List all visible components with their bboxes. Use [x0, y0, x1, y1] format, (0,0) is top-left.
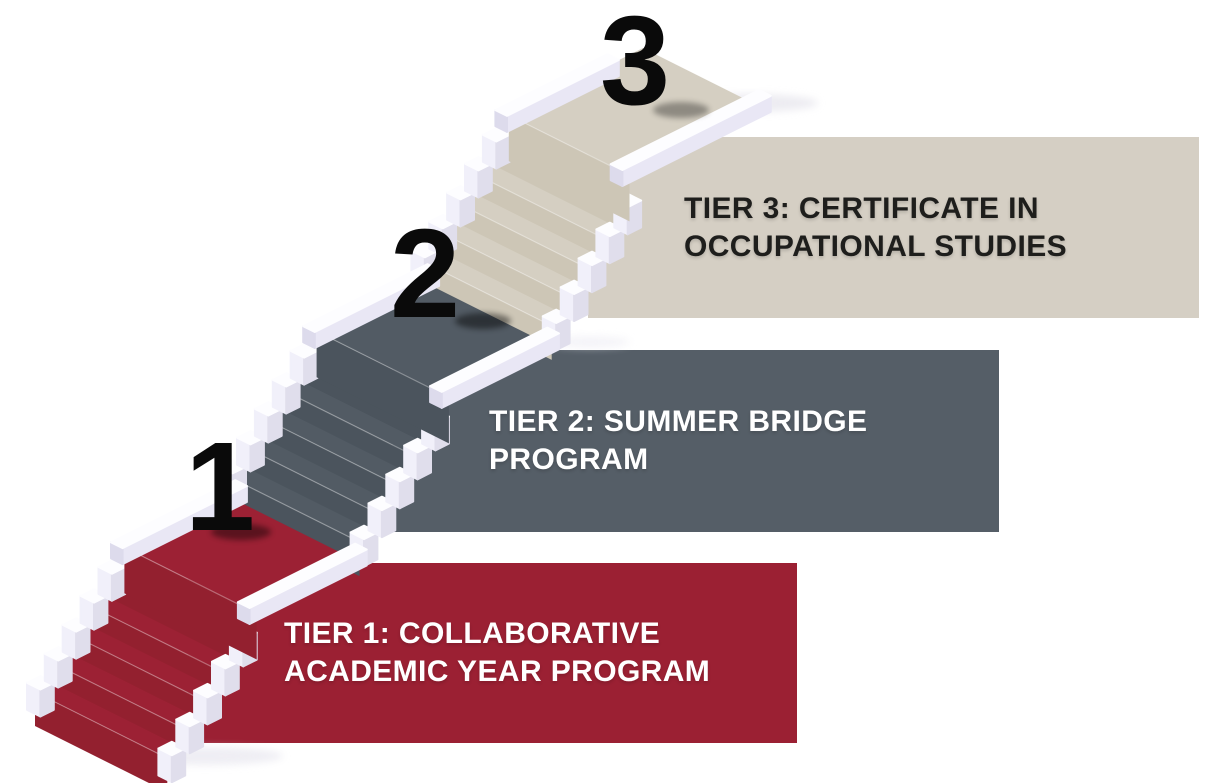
tier-3-step-number: 3: [600, 0, 670, 131]
tier-3-panel: TIER 3: CERTIFICATE IN OCCUPATIONAL STUD…: [588, 137, 1199, 318]
tier-2-step-number: 2: [390, 203, 460, 344]
tier-2-label-line-2: PROGRAM: [489, 443, 649, 476]
tier-1-step-number: 1: [185, 416, 255, 557]
tier-1-label-line-2: ACADEMIC YEAR PROGRAM: [284, 655, 711, 688]
tier-1-label-line-1: TIER 1: COLLABORATIVE: [284, 617, 661, 650]
tier-3-label-line-2: OCCUPATIONAL STUDIES: [684, 229, 1068, 263]
tier-2-label-line-1: TIER 2: SUMMER BRIDGE: [489, 405, 868, 438]
tier-3-label-line-1: TIER 3: CERTIFICATE IN: [684, 191, 1039, 225]
